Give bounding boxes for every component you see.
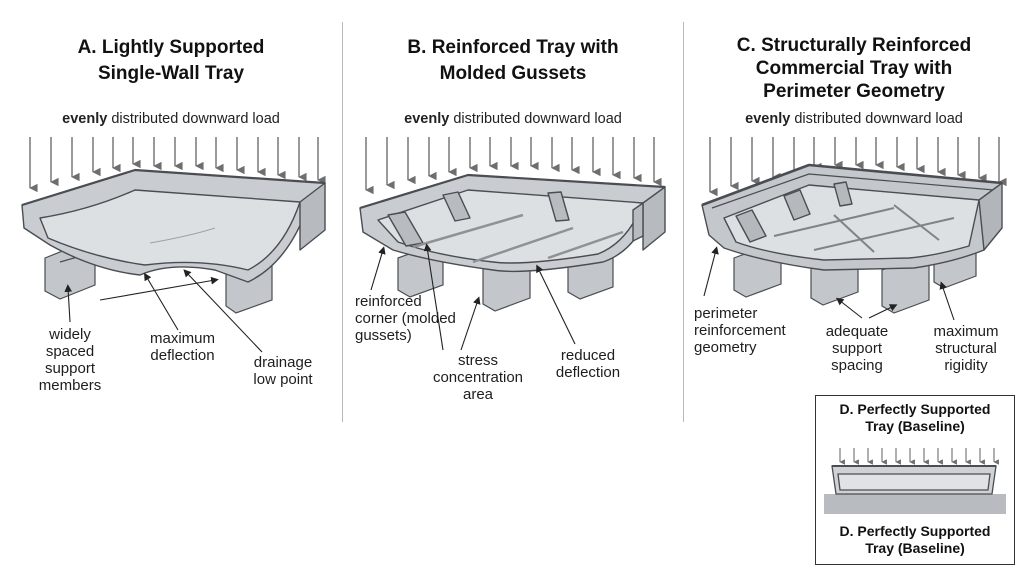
label-rigidity-line1: maximum [933, 323, 999, 340]
tray-d [831, 465, 997, 495]
tray-a-illustration [21, 137, 326, 353]
panel-d-title-line1: D. Perfectly Supported [839, 401, 991, 417]
panel-c: C. Structurally Reinforced Commercial Tr… [684, 0, 1024, 572]
tray-c [701, 163, 1003, 271]
leader-lines [64, 269, 263, 353]
label-deflection-line1: maximum [149, 330, 215, 347]
label-rigidity: maximum structural rigidity [916, 323, 1016, 374]
tray-c-illustration [701, 137, 1007, 321]
label-spacing-line3: spacing [831, 357, 883, 374]
panel-c-load-caption: evenly distributed downward load [684, 111, 1024, 127]
label-supports: widely spaced support members [30, 326, 110, 394]
label-rigidity-line2: structural [935, 340, 997, 357]
panel-a-load-caption: evenly distributed downward load [0, 111, 342, 127]
label-rigidity-line3: rigidity [944, 357, 988, 374]
tray-d-illustration [824, 448, 1006, 514]
load-arrows [839, 448, 999, 465]
label-drainage-line2: low point [253, 371, 313, 388]
panel-b-title-line2: Molded Gussets [439, 63, 587, 84]
load-emphasis: evenly [62, 111, 108, 127]
label-drainage-line1: drainage [253, 354, 313, 371]
load-emphasis: evenly [745, 111, 791, 127]
label-spacing-line2: support [831, 340, 883, 357]
label-max-deflection: maximum deflection [135, 330, 230, 364]
label-perimeter: perimeter reinforcement geometry [694, 305, 786, 356]
support-surface [824, 494, 1006, 514]
panel-c-title-line3: Perimeter Geometry [763, 81, 945, 102]
panel-d-baseline: D. Perfectly Supported Tray (Baseline) [815, 395, 1015, 565]
load-arrows [365, 137, 662, 195]
load-text: distributed downward load [794, 111, 963, 127]
tray-a [21, 168, 326, 283]
divider-ab [342, 22, 343, 422]
label-perimeter-line2: reinforcement [694, 322, 786, 339]
panel-b: B. Reinforced Tray with Molded Gussets e… [343, 0, 683, 572]
leader-lines [703, 246, 955, 321]
label-reduced-line2: deflection [555, 364, 621, 381]
label-drainage: drainage low point [238, 354, 328, 388]
tray-b-illustration [359, 137, 666, 351]
label-stress-line2: concentration [432, 369, 524, 386]
label-deflection-line2: deflection [150, 347, 215, 364]
panel-a-title-line1: A. Lightly Supported [77, 37, 265, 58]
load-arrows [29, 137, 326, 193]
panel-b-load-caption: evenly distributed downward load [343, 111, 683, 127]
label-stress-line3: area [462, 386, 494, 403]
load-text: distributed downward load [111, 111, 280, 127]
tray-b [359, 173, 666, 273]
label-reduced-line1: reduced [560, 347, 616, 364]
load-text: distributed downward load [453, 111, 622, 127]
panel-b-title-line1: B. Reinforced Tray with [407, 37, 619, 58]
leader-lines [370, 243, 576, 351]
load-arrows [709, 137, 1007, 197]
label-corner-line1: reinforced [355, 293, 422, 310]
panel-c-title-line2: Commercial Tray with [755, 58, 953, 79]
label-stress-concentration: stress concentration area [418, 352, 538, 403]
divider-bc [683, 22, 684, 422]
label-support-spacing: adequate support spacing [812, 323, 902, 374]
panel-d-caption-line2: Tray (Baseline) [865, 540, 965, 556]
label-spacing-line1: adequate [825, 323, 889, 340]
panel-c-title-line1: C. Structurally Reinforced [736, 35, 972, 56]
panel-d-title-line2: Tray (Baseline) [865, 418, 965, 434]
panel-a-title-line2: Single-Wall Tray [97, 63, 245, 84]
label-supports-line4: members [38, 377, 102, 394]
label-supports-line2: spaced [45, 343, 95, 360]
load-emphasis: evenly [404, 111, 450, 127]
label-supports-line3: support [44, 360, 96, 377]
label-perimeter-line1: perimeter [694, 305, 758, 322]
label-corner-line3: gussets) [355, 327, 412, 344]
label-reduced-deflection: reduced deflection [543, 347, 633, 381]
panel-d-caption-line1: D. Perfectly Supported [839, 523, 991, 539]
label-supports-line1: widely [49, 326, 91, 343]
label-perimeter-line3: geometry [694, 339, 757, 356]
label-reinforced-corner: reinforced corner (molded gussets) [355, 293, 456, 344]
label-corner-line2: corner (molded [355, 310, 456, 327]
label-stress-line1: stress [457, 352, 498, 369]
panel-a: A. Lightly Supported Single-Wall Tray ev… [0, 0, 342, 572]
